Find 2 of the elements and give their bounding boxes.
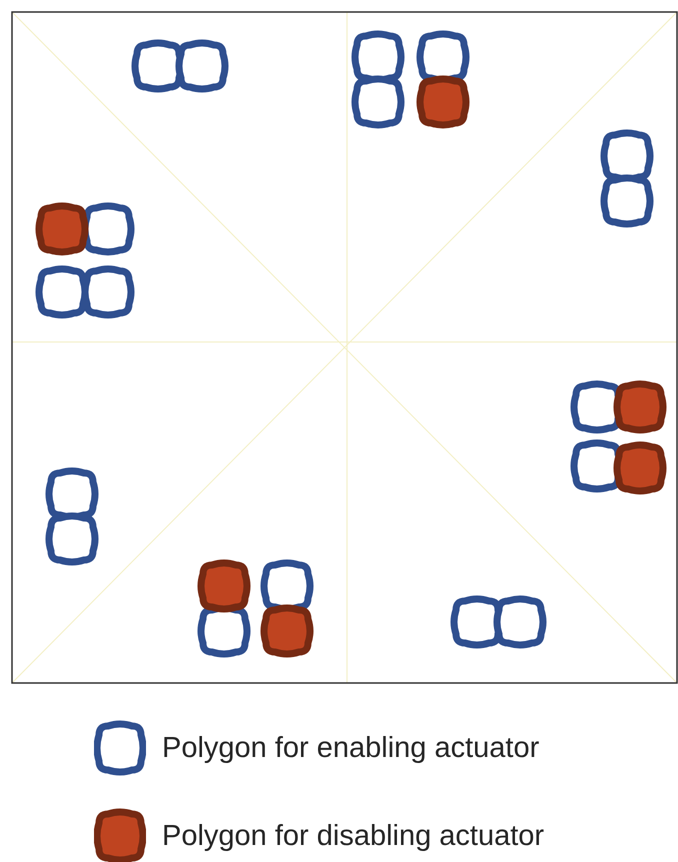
- legend-label: Polygon for enabling actuator: [162, 731, 540, 765]
- legend-label: Polygon for disabling actuator: [162, 819, 544, 853]
